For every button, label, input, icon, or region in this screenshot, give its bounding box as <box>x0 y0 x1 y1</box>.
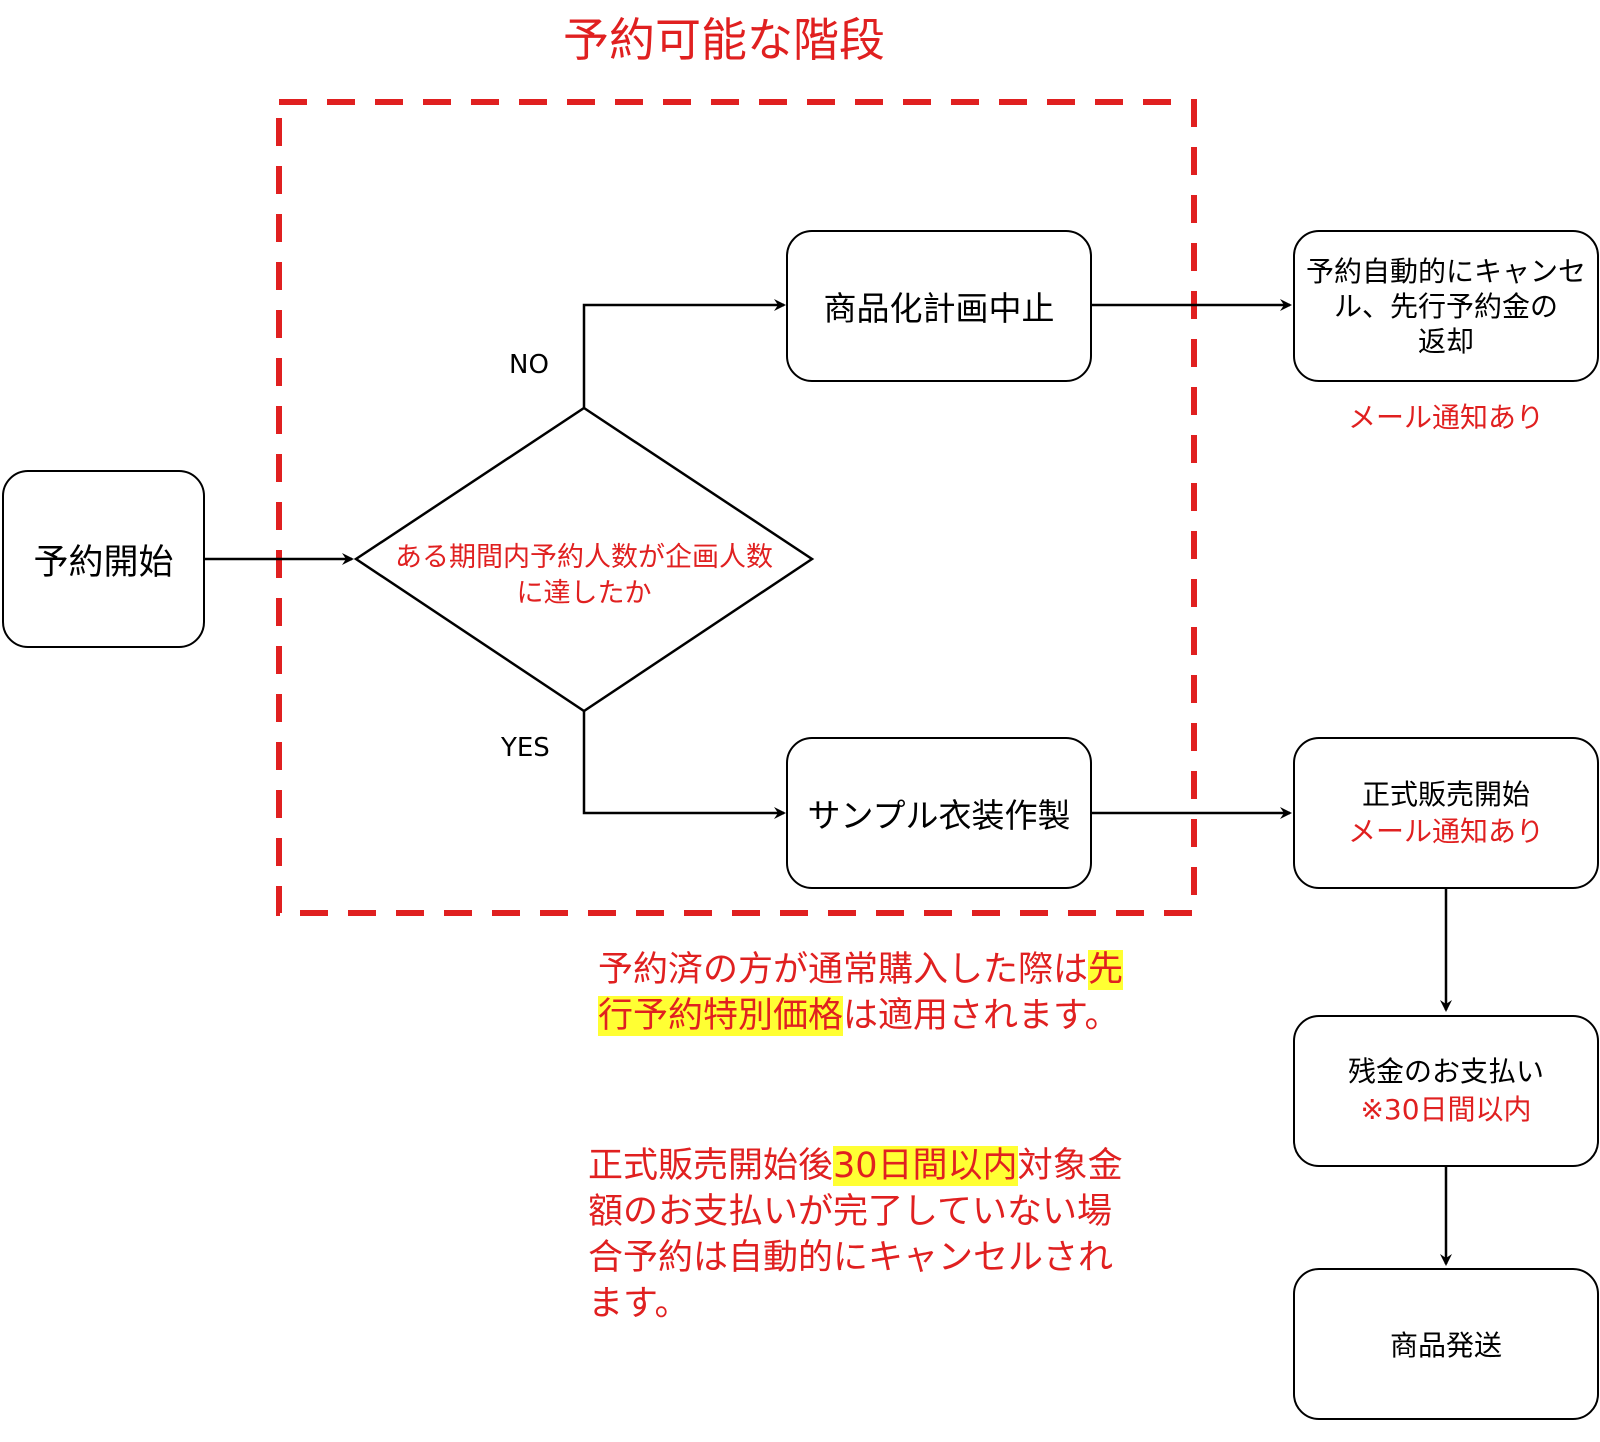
node-balance-payment-label: 残金のお支払い <box>1347 1055 1544 1088</box>
note-payment-deadline-line4: ます。 <box>588 1284 690 1324</box>
note-special-price-line1: 予約済の方が通常購入した際は先 <box>598 947 1124 993</box>
node-balance-payment: 残金のお支払い ※30日間以内 <box>1293 1015 1599 1167</box>
edge-label-yes: YES <box>501 733 550 763</box>
note-payment-deadline-line2: 額のお支払いが完了していない場 <box>588 1192 1112 1232</box>
node-reservation-start-label: 予約開始 <box>33 542 174 583</box>
mail-notice-label: メール通知あり <box>1347 401 1544 434</box>
node-reservation-start: 予約開始 <box>2 470 205 648</box>
node-sample-costume: サンプル衣装作製 <box>786 737 1092 889</box>
edge-label-no: NO <box>509 350 549 380</box>
node-auto-cancel: 予約自動的にキャンセ ル、先行予約金の 返却 <box>1293 230 1599 382</box>
note-special-price: 予約済の方が通常購入した際は先 行予約特別価格は適用されます。 <box>598 947 1124 1039</box>
node-sample-costume-label: サンプル衣装作製 <box>807 796 1071 835</box>
node-shipping-label: 商品発送 <box>1389 1329 1502 1362</box>
node-auto-cancel-line1: 予約自動的にキャンセ <box>1305 254 1586 288</box>
decision-label-line2: に達したか <box>516 578 652 609</box>
edge-no <box>582 299 786 408</box>
note2-highlight: 30日間以内 <box>833 1146 1018 1186</box>
note-payment-deadline-line3: 合予約は自動的にキャンセルされ <box>588 1238 1114 1278</box>
note1-text-b: は適用されます。 <box>843 996 1120 1036</box>
note2-text-a: 正式販売開始後 <box>588 1146 834 1186</box>
node-auto-cancel-line2: ル、先行予約金の <box>1333 289 1558 323</box>
decision-label-line1: ある期間内予約人数が企画人数 <box>395 542 773 573</box>
note1-text-a: 予約済の方が通常購入した際は <box>598 950 1089 990</box>
decision-label: ある期間内予約人数が企画人数 に達したか <box>356 540 812 612</box>
node-balance-payment-note: ※30日間以内 <box>1360 1093 1532 1126</box>
node-shipping: 商品発送 <box>1293 1268 1599 1420</box>
note-payment-deadline: 正式販売開始後30日間以内対象金 額のお支払いが完了していない場 合予約は自動的… <box>588 1143 1123 1327</box>
note2-text-c: 対象金 <box>1017 1146 1123 1186</box>
reservable-stage-region <box>276 99 1197 916</box>
node-sale-start: 正式販売開始 メール通知あり <box>1293 737 1599 889</box>
note1-highlight-a: 先 <box>1088 950 1124 990</box>
note-payment-deadline-line1: 正式販売開始後30日間以内対象金 <box>588 1143 1123 1189</box>
node-auto-cancel-line3: 返却 <box>1417 324 1474 358</box>
note-special-price-line2: 行予約特別価格は適用されます。 <box>598 993 1123 1039</box>
edge-yes <box>582 711 786 819</box>
node-sale-start-label: 正式販売開始 <box>1361 778 1530 811</box>
node-cancel-plan-label: 商品化計画中止 <box>823 289 1055 328</box>
diagram-title: 予約可能な階段 <box>563 13 885 67</box>
node-cancel-plan: 商品化計画中止 <box>786 230 1092 382</box>
note1-highlight-b: 行予約特別価格 <box>598 996 844 1036</box>
node-sale-start-note: メール通知あり <box>1347 815 1544 848</box>
